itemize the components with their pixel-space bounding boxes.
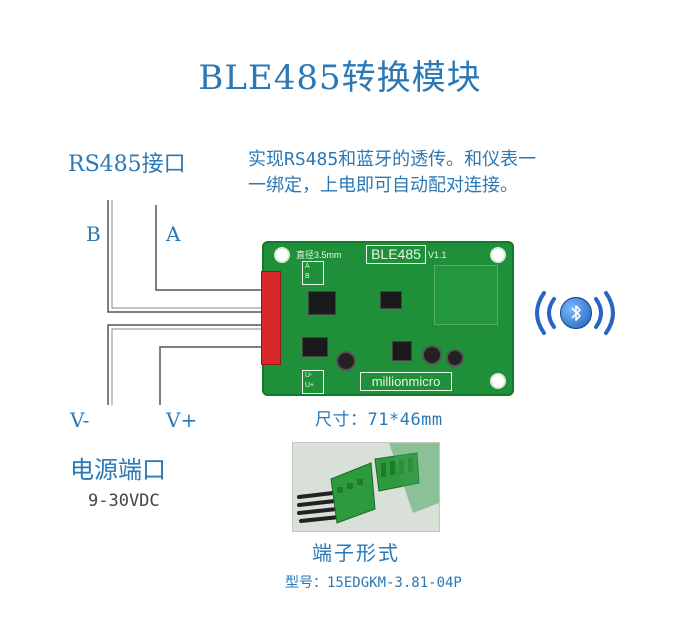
- pcb-terminal-u-plus: U+: [305, 382, 315, 389]
- mount-hole: [490, 373, 506, 389]
- pcb-terminal-a: A: [305, 263, 310, 270]
- ic-chip: [392, 341, 412, 361]
- page-title: BLE485转换模块: [198, 58, 482, 98]
- description-text: 实现RS485和蓝牙的透传。和仪表一一绑定，上电即可自动配对连接。: [248, 149, 537, 196]
- ble-module: [434, 265, 498, 325]
- bluetooth-badge: [560, 297, 592, 329]
- rs485-interface-label: RS485接口: [68, 152, 186, 177]
- dimensions-label: 尺寸：71*46mm: [315, 410, 443, 430]
- power-port-label: 电源端口: [70, 456, 166, 484]
- pcb-terminal-bottom: U- U+: [302, 370, 324, 394]
- red-connector: [261, 271, 281, 365]
- pcb-terminal-u-minus: U-: [305, 372, 313, 379]
- pin-v-minus-label: V-: [70, 408, 90, 432]
- capacitor: [446, 349, 464, 367]
- voltage-range: 9-30VDC: [88, 491, 160, 511]
- pcb-diameter-note: 直径3.5mm: [296, 250, 342, 260]
- mount-hole: [490, 247, 506, 263]
- pin-b-label: B: [86, 222, 101, 246]
- pcb-board-label: BLE485: [366, 245, 426, 264]
- ic-chip: [302, 337, 328, 357]
- terminal-type-label: 端子形式: [312, 541, 400, 565]
- ic-chip: [308, 291, 336, 315]
- wireless-waves-icon: [535, 291, 615, 335]
- mount-hole: [274, 247, 290, 263]
- pin-a-label: A: [166, 222, 181, 246]
- terminal-model: 型号：15EDGKM-3.81-04P: [285, 575, 462, 591]
- capacitor: [336, 351, 356, 371]
- terminal-block-photo: [292, 442, 440, 532]
- pcb-terminal-b: B: [305, 273, 310, 280]
- capacitor: [422, 345, 442, 365]
- ic-chip: [380, 291, 402, 309]
- pcb-terminal-top: A B: [302, 261, 324, 285]
- pcb-brand: millionmicro: [360, 372, 452, 391]
- pin-v-plus-label: V+: [166, 408, 198, 432]
- pcb-version: V1.1: [428, 250, 447, 260]
- pcb-board: 直径3.5mm BLE485 V1.1 A B U- U+ millionmic…: [261, 241, 514, 396]
- bluetooth-icon: [530, 289, 620, 337]
